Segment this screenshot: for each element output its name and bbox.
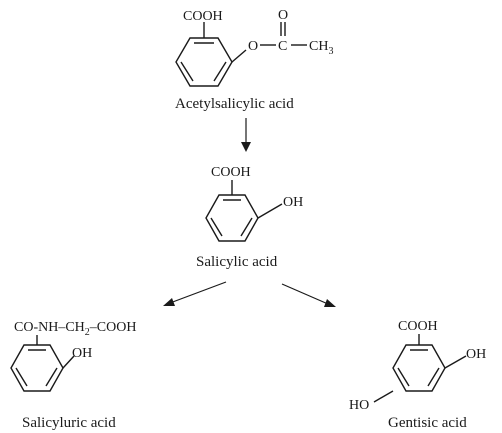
gentisic-oh-top-label: OH: [466, 347, 486, 362]
gentisic-cooh-label: COOH: [398, 319, 438, 334]
arrow-head: [241, 142, 251, 152]
oh-bond: [444, 355, 467, 369]
gentisic-acid-name: Gentisic acid: [388, 415, 467, 431]
ring-double-bond: [397, 367, 410, 387]
arrow-shaft: [281, 283, 329, 305]
salicyluric-acid-structure: CO-NH–CH2–COOH OH Salicyluric acid: [10, 320, 136, 431]
oh-bond: [62, 355, 75, 369]
salicyluric-acid-name: Salicyluric acid: [22, 415, 116, 431]
salicylic-oh-label: OH: [283, 195, 303, 210]
acetylsalicylic-ring-outline: [175, 37, 233, 87]
carbonyl-carbon-label: C: [278, 39, 287, 54]
salicyluric-oh-label: OH: [72, 346, 92, 361]
arrow-acetylsalicylic-to-salicylic: [241, 118, 251, 152]
acetylsalicylic-acid-name: Acetylsalicylic acid: [175, 96, 294, 112]
gentisic-ring-outline: [392, 344, 446, 392]
oh-bond: [257, 203, 283, 219]
arrow-shaft: [169, 281, 227, 304]
salicylic-acid-structure: COOH OH Salicylic acid: [196, 165, 303, 270]
ho-bond: [373, 390, 394, 403]
arrow-salicylic-to-salicyluric: [163, 281, 227, 306]
ring-double-bond: [240, 217, 253, 237]
gentisic-acid-structure: COOH OH HO Gentisic acid: [349, 319, 486, 431]
salicyluric-ring-outline: [10, 344, 64, 392]
ring-double-bond: [210, 217, 223, 237]
acetylsalicylic-benzene-ring: [175, 37, 233, 87]
salicyluric-benzene-ring: [10, 344, 64, 392]
gentisic-oh-bottom-label: HO: [349, 398, 369, 413]
ring-double-bond: [427, 367, 440, 387]
salicylic-acid-name: Salicylic acid: [196, 254, 278, 270]
salicylic-ring-outline: [205, 194, 259, 242]
ester-bond: [231, 49, 247, 63]
acetylsalicylic-cooh-label: COOH: [183, 9, 223, 24]
salicylic-cooh-label: COOH: [211, 165, 251, 180]
ring-double-bond: [45, 367, 58, 387]
acetylsalicylic-acid-structure: COOH O C O CH3 Acetylsalicylic acid: [175, 8, 333, 112]
gentisic-benzene-ring: [392, 344, 446, 392]
ring-double-bond: [15, 367, 28, 387]
arrow-salicylic-to-gentisic: [281, 283, 336, 307]
carbonyl-oxygen-label: O: [278, 8, 288, 23]
arrow-head: [163, 298, 175, 306]
ring-double-bond: [213, 61, 227, 82]
salicylic-benzene-ring: [205, 194, 259, 242]
arrow-head: [324, 299, 336, 307]
ring-double-bond: [180, 61, 194, 82]
ester-oxygen-label: O: [248, 39, 258, 54]
methyl-label: CH3: [309, 39, 333, 57]
salicyluric-side-chain-label: CO-NH–CH2–COOH: [14, 320, 136, 338]
